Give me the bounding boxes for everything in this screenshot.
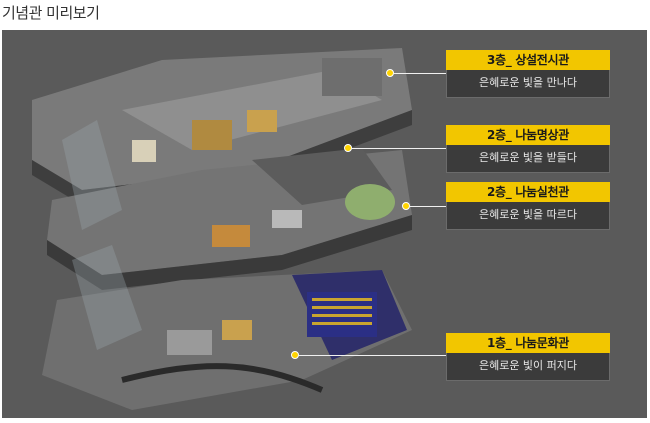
floor-card-1f[interactable]: 1층_ 나눔문화관 은혜로운 빛이 퍼지다 [446, 333, 610, 381]
floor-card-3f[interactable]: 3층_ 상설전시관 은혜로운 빛을 만나다 [446, 50, 610, 98]
floor-subtitle: 은혜로운 빛을 받들다 [446, 145, 610, 173]
hotspot-2f-b[interactable] [402, 202, 410, 210]
floor-2a-model [47, 148, 412, 290]
page-title: 기념관 미리보기 [2, 4, 100, 22]
floor-title: 3층_ 상설전시관 [446, 50, 610, 70]
floor-1-model [42, 270, 412, 410]
glass-walkway [62, 120, 122, 230]
hotspot-3f[interactable] [386, 69, 394, 77]
leader-line-3f [394, 73, 446, 74]
floor-title: 2층_ 나눔실천관 [446, 182, 610, 202]
leader-line-1f [299, 355, 446, 356]
building-cutaway-illustration [32, 48, 412, 410]
glass-walkway [72, 245, 142, 350]
hotspot-2f-a[interactable] [344, 144, 352, 152]
leader-line-2f-a [352, 148, 446, 149]
hotspot-1f[interactable] [291, 351, 299, 359]
floor-title: 1층_ 나눔문화관 [446, 333, 610, 353]
floor-subtitle: 은혜로운 빛을 만나다 [446, 70, 610, 98]
floor-card-2f-a[interactable]: 2층_ 나눔명상관 은혜로운 빛을 받들다 [446, 125, 610, 173]
leader-line-2f-b [410, 206, 446, 207]
floor-map-stage: 3층_ 상설전시관 은혜로운 빛을 만나다 2층_ 나눔명상관 은혜로운 빛을 … [2, 30, 647, 418]
floor-3-model [32, 48, 412, 205]
floor-subtitle: 은혜로운 빛을 따르다 [446, 202, 610, 230]
floor-card-2f-b[interactable]: 2층_ 나눔실천관 은혜로운 빛을 따르다 [446, 182, 610, 230]
floor-title: 2층_ 나눔명상관 [446, 125, 610, 145]
floor-subtitle: 은혜로운 빛이 퍼지다 [446, 353, 610, 381]
